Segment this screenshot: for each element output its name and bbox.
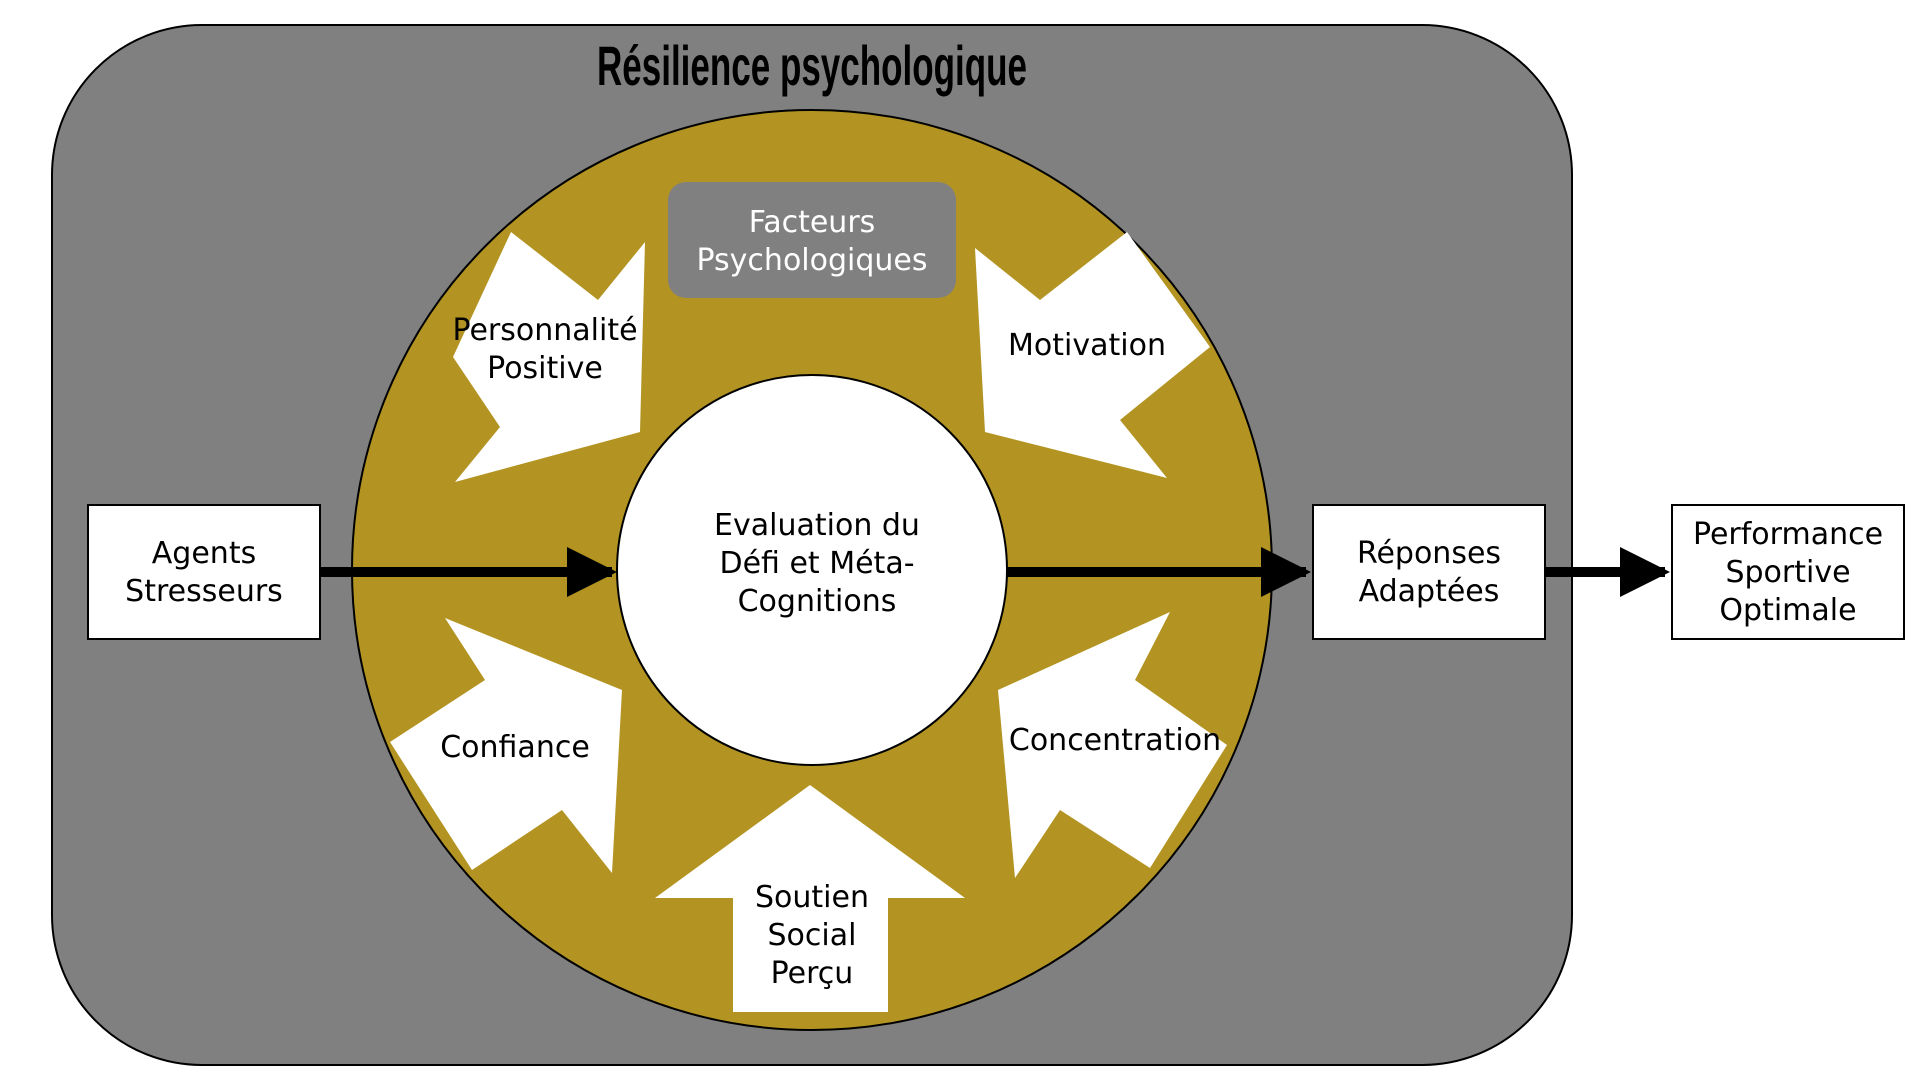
factors-header-box	[668, 182, 956, 298]
factors-header-line2: Psychologiques	[696, 243, 927, 278]
arrow-confiance	[390, 618, 622, 873]
core-line1: Evaluation du	[714, 508, 920, 543]
factor-soutien-line3: Perçu	[771, 956, 854, 991]
factor-soutien-line2: Social	[768, 918, 857, 953]
response-box	[1312, 504, 1546, 640]
diagram-title: Résilience psychologique	[597, 34, 1027, 97]
factor-personnalite-line2: Positive	[487, 351, 603, 386]
arrow-concentration	[998, 612, 1227, 878]
input-box-line2: Stresseurs	[125, 574, 283, 609]
output-box-line1: Performance	[1693, 517, 1883, 552]
factor-motivation-line1: Motivation	[1008, 328, 1166, 363]
factors-header-line1: Facteurs	[749, 205, 876, 240]
response-box-line1: Réponses	[1357, 536, 1501, 571]
arrow-soutien	[655, 785, 965, 1012]
core-line2: Défi et Méta-	[719, 546, 914, 581]
arrow-personnalite	[453, 232, 645, 482]
arrow-motivation	[975, 232, 1210, 478]
output-box-line2: Sportive	[1725, 555, 1850, 590]
input-box	[87, 504, 321, 640]
output-box-line3: Optimale	[1719, 593, 1856, 628]
output-box	[1671, 504, 1905, 640]
factor-concentration-line1: Concentration	[1009, 723, 1221, 758]
response-box-line2: Adaptées	[1359, 574, 1500, 609]
input-box-line1: Agents	[152, 536, 256, 571]
factor-personnalite-line1: Personnalité	[452, 313, 637, 348]
factor-confiance-line1: Confiance	[440, 730, 590, 765]
core-line3: Cognitions	[738, 584, 897, 619]
factor-soutien-line1: Soutien	[755, 880, 869, 915]
